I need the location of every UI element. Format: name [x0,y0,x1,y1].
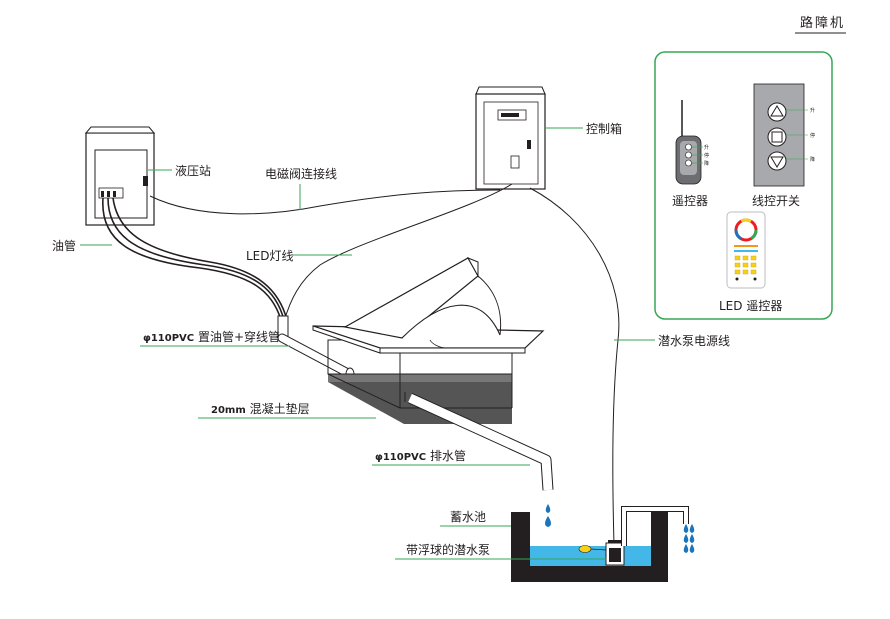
switch-stop-label: 停 [810,132,815,139]
control-box-icon [475,86,546,190]
switch-up-label: 升 [810,107,815,114]
remote-label: 遥控器 [672,194,708,208]
page-title: 路障机 [800,15,845,31]
wired-switch-icon [753,83,808,187]
drain-pipe [407,392,554,491]
remote-down-label: 降 [704,160,709,167]
road-blocker-icon [312,257,545,424]
solenoid-cable [149,189,501,215]
control-box-label: 控制箱 [586,121,622,136]
led-remote-icon [726,211,766,289]
pump-power-cable-label: 潜水泵电源线 [658,334,730,348]
led-remote-label: LED 遥控器 [719,299,782,313]
remote-up-label: 升 [704,144,709,151]
reservoir-label: 蓄水池 [450,510,486,524]
drain-pipe-label: φ110PVC 排水管 [375,448,466,463]
oil-pipes [102,197,288,321]
concrete-label: 20mm 混凝土垫层 [211,401,310,416]
outlet-water-drops [683,524,695,553]
drain-pipe-label-prefix: φ110PVC [375,452,426,463]
led-light-line-label: LED灯线 [246,249,294,263]
concrete-label-prefix: 20mm [211,405,246,416]
wired-switch-label: 线控开关 [752,194,800,208]
pump-label: 带浮球的潜水泵 [406,542,490,557]
remote-control-icon [675,100,703,185]
submersible-pump-icon [578,506,689,566]
water-drop-icon [545,504,551,527]
drain-pipe-label-suffix: 排水管 [430,448,466,463]
pvc-pipe-label-suffix: 置油管+穿线管 [198,329,280,344]
pvc-pipe-label-prefix: φ110PVC [143,333,194,344]
concrete-label-suffix: 混凝土垫层 [250,401,310,416]
solenoid-cable-label: 电磁阀连接线 [265,166,337,181]
pvc-pipe-label: φ110PVC 置油管+穿线管 [143,329,280,344]
pump-power-cable [529,187,620,546]
switch-down-label: 降 [810,156,815,163]
hydraulic-station-label: 液压站 [175,163,211,178]
hydraulic-station-cabinet-icon [84,126,156,226]
remote-stop-label: 停 [704,152,709,159]
oil-pipe-label: 油管 [52,238,76,253]
